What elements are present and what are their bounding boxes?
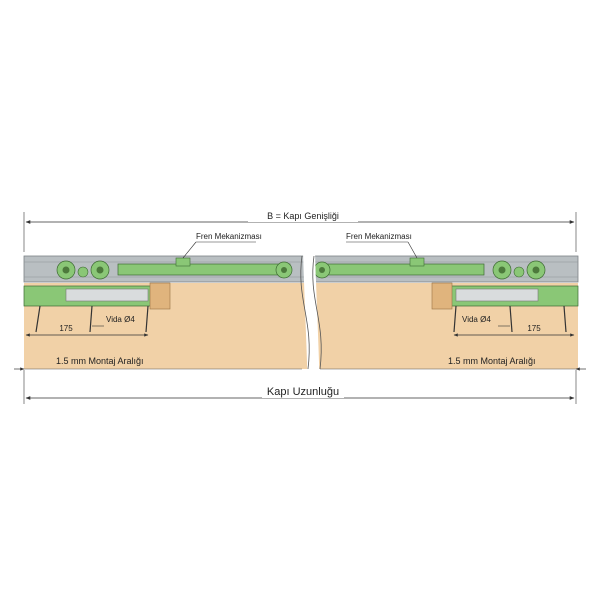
- brake-label-left: Fren Mekanizması: [196, 232, 262, 241]
- gap-dimension-left: 1.5 mm Montaj Aralığı: [14, 356, 302, 371]
- carriage-plate-left: [65, 288, 149, 302]
- stopper-right: [431, 282, 453, 310]
- door-right-half: [312, 255, 579, 369]
- length-dimension: Kapı Uzunluğu: [23, 370, 577, 404]
- brake-label-right: Fren Mekanizması: [346, 232, 412, 241]
- brake-arm-right: [317, 263, 485, 276]
- gap-label-right: 1.5 mm Montaj Aralığı: [448, 356, 536, 366]
- screw-label-right: Vida Ø4: [462, 315, 491, 324]
- length-label: Kapı Uzunluğu: [267, 386, 339, 398]
- break-lines: [300, 255, 322, 370]
- carriage-plate-right: [455, 288, 539, 302]
- brake-callout-right: Fren Mekanizması: [346, 232, 418, 259]
- screw-label-left: Vida Ø4: [106, 315, 135, 324]
- offset-label-left: 175: [59, 324, 73, 333]
- offset-dimension-right: 175: [453, 324, 575, 337]
- offset-label-right: 175: [527, 324, 541, 333]
- brake-arm-left: [117, 263, 291, 276]
- screws-right: [453, 305, 567, 333]
- gap-dimension-right: 1.5 mm Montaj Aralığı: [320, 356, 586, 371]
- screw-callout-left: Vida Ø4: [92, 315, 135, 327]
- brake-callout-left: Fren Mekanizması: [182, 232, 262, 259]
- screw-callout-right: Vida Ø4: [462, 315, 510, 327]
- gap-label-left: 1.5 mm Montaj Aralığı: [56, 356, 144, 366]
- width-dimension: B = Kapı Genişliği: [23, 208, 577, 252]
- stopper-left: [149, 282, 171, 310]
- offset-dimension-left: 175: [25, 324, 149, 337]
- width-label: B = Kapı Genişliği: [267, 211, 339, 221]
- screws-left: [35, 305, 149, 333]
